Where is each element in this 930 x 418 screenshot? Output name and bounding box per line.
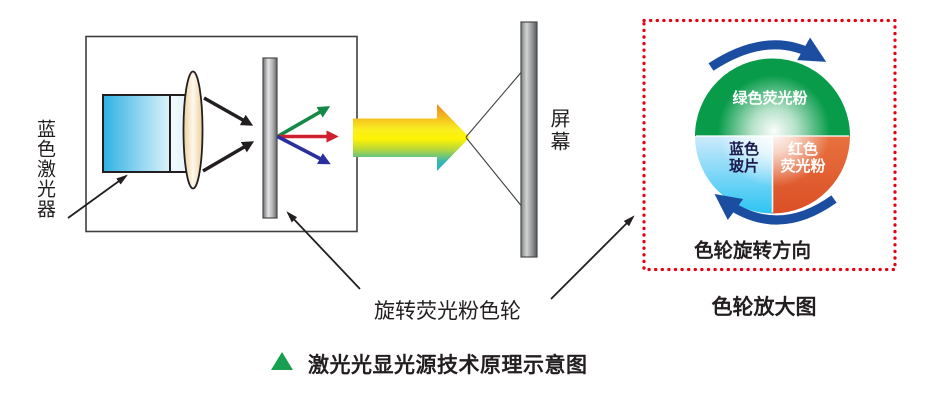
rotation-direction-label: 色轮旋转方向: [694, 240, 812, 262]
projection-line-lower: [465, 137, 522, 206]
screen-label: 屏幕: [547, 108, 569, 154]
wheel-pointer-arrow: [286, 211, 361, 290]
wheel-center-glow: [718, 75, 830, 187]
blue-segment-label: 蓝色 玻片: [728, 141, 760, 175]
wheel-magnified-title: 色轮放大图: [711, 296, 817, 319]
laser-beam-arrow-upper: [203, 96, 254, 126]
rotation-arrow-bottom: [714, 194, 837, 225]
phosphor-wheel-bar: [262, 57, 278, 219]
magnifier-pointer-arrow: [550, 215, 635, 300]
diffused-blue-arrow: [276, 134, 331, 165]
rotation-arrow-top: [708, 37, 827, 71]
red-segment-label-line1: 红色: [787, 141, 819, 158]
screen-bar: [520, 21, 538, 258]
projection-line-upper: [465, 72, 522, 138]
rainbow-light-arrow: [353, 104, 470, 171]
red-segment-label-line2: 荧光粉: [780, 157, 826, 175]
collimating-lens: [182, 70, 204, 190]
laser-body: [102, 94, 171, 173]
green-segment-label: 绿色荧光粉: [732, 90, 808, 107]
laser-pointer-arrow: [67, 174, 128, 219]
blue-laser-label: 蓝色激光器: [34, 119, 55, 219]
red-segment-label: 红色 荧光粉: [780, 141, 826, 175]
blue-segment-label-line2: 玻片: [728, 157, 760, 175]
caption-triangle-icon: [271, 352, 293, 370]
blue-segment-label-line1: 蓝色: [728, 141, 760, 158]
wheel-pointer-label: 旋转荧光粉色轮: [374, 300, 521, 323]
caption-triangle-shape: [271, 352, 293, 370]
diffused-green-arrow: [276, 106, 331, 139]
laser-beam-arrow-lower: [202, 141, 255, 173]
dotted-border: [642, 18, 897, 272]
diagram-caption: 激光光显光源技术原理示意图: [308, 354, 588, 377]
